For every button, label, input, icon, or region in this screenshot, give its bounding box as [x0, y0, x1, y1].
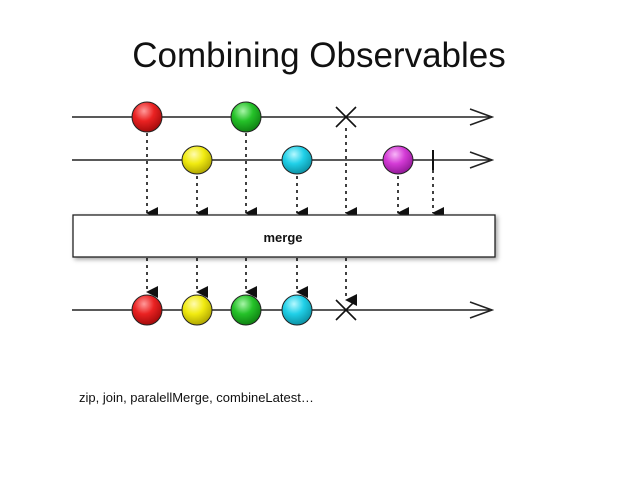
- marble-yellow: [181, 294, 213, 326]
- input-drop-arrows: [146, 128, 444, 219]
- input-stream-2-events: [181, 145, 434, 175]
- output-drop-arrows: [146, 258, 357, 306]
- marble-cyan: [281, 294, 313, 326]
- operator-label: merge: [263, 230, 302, 245]
- merge-operator-box: merge: [72, 214, 496, 258]
- output-stream-events: [131, 294, 357, 326]
- marble-red: [131, 294, 163, 326]
- marble-red: [131, 101, 163, 133]
- operator-examples-caption: zip, join, paralellMerge, combineLatest…: [79, 390, 314, 405]
- marble-magenta: [382, 145, 414, 175]
- marble-cyan: [281, 145, 313, 175]
- input-stream-1-events: [131, 101, 357, 133]
- slide-title: Combining Observables: [132, 36, 506, 75]
- marble-green: [230, 101, 262, 133]
- error-marker-icon: [335, 106, 357, 128]
- marble-green: [230, 294, 262, 326]
- marble-yellow: [181, 145, 213, 175]
- error-marker-icon: [335, 299, 357, 321]
